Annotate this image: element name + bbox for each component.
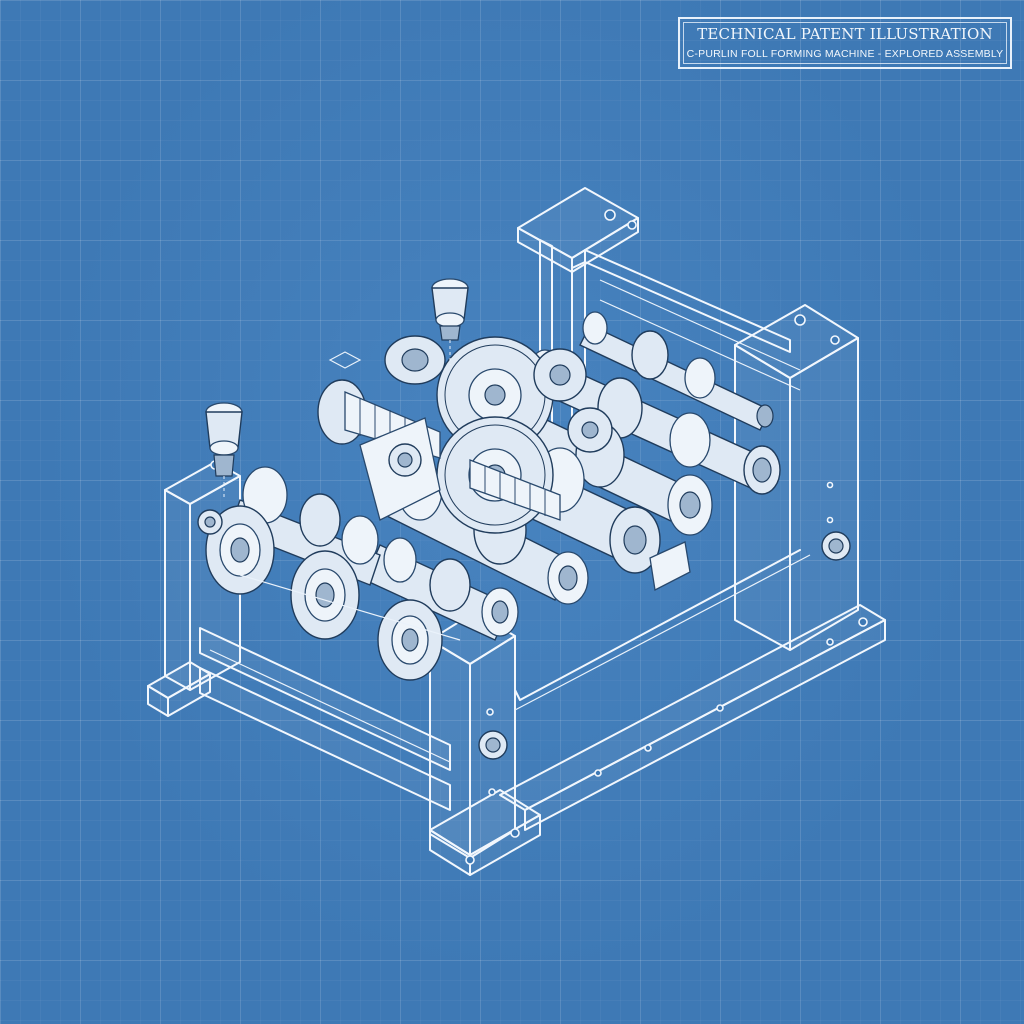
forming-shaft-row-1	[579, 311, 774, 431]
exploded-bolt-right	[431, 278, 469, 365]
guide-roller-3	[377, 599, 443, 681]
machine-frame	[147, 187, 886, 876]
front-lower-beam	[199, 667, 451, 811]
right-housing-side	[789, 337, 859, 651]
rear-side-beam	[584, 249, 791, 353]
title-block: TECHNICAL PATENT ILLUSTRATION C-PURLIN F…	[678, 17, 1012, 69]
gear-train	[436, 336, 613, 534]
screw-shaft-lower	[469, 459, 561, 521]
exploded-bolt-left	[205, 402, 243, 500]
drawing-title: TECHNICAL PATENT ILLUSTRATION	[697, 25, 993, 43]
guide-roller-2	[290, 550, 360, 640]
base-bed-front	[524, 619, 886, 831]
left-frame-post	[164, 489, 191, 691]
bolt-hole	[604, 209, 616, 221]
base-bed-top	[499, 604, 886, 811]
guide-bracket	[649, 541, 691, 591]
front-upper-beam	[199, 627, 451, 771]
guide-roller-1	[205, 505, 275, 595]
shaft-end-cap	[756, 404, 774, 428]
small-bracket	[328, 351, 362, 369]
title-block-inner-border	[683, 22, 1007, 64]
drawing-subtitle: C-PURLIN FOLL FORMING MACHINE - EXPLORED…	[686, 48, 1004, 60]
